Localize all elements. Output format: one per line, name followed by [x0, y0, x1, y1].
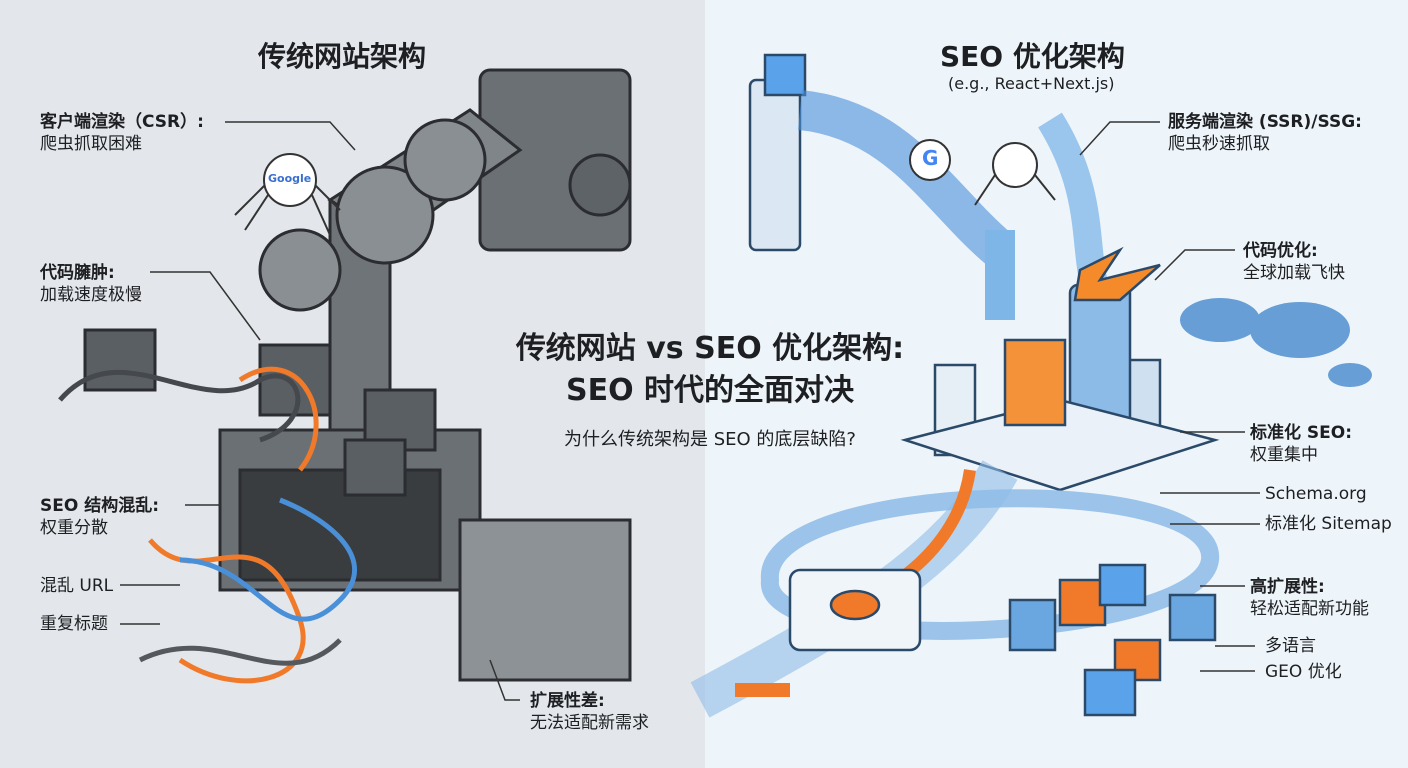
main-title: 传统网站 vs SEO 优化架构: SEO 时代的全面对决: [440, 328, 980, 412]
label-seo-chaos-heading: SEO 结构混乱:: [40, 496, 160, 516]
left-panel-title: 传统网站架构: [258, 40, 427, 73]
label-schema-org: Schema.org: [1265, 484, 1367, 504]
left-leader-lines: [120, 121, 520, 701]
label-ssr-detail: 爬虫秒速抓取: [1168, 134, 1270, 154]
label-code-optimized-heading: 代码优化:: [1243, 241, 1318, 261]
label-code-optimized: 代码优化: 全球加载飞快: [1243, 240, 1345, 284]
right-leader-lines: [1079, 121, 1260, 672]
label-ssr-heading: 服务端渲染 (SSR)/SSG:: [1168, 112, 1362, 132]
main-title-line2: SEO 时代的全面对决: [565, 373, 855, 408]
label-poor-scalability-heading: 扩展性差:: [530, 691, 605, 711]
label-ssr: 服务端渲染 (SSR)/SSG: 爬虫秒速抓取: [1168, 111, 1362, 155]
google-badge-text: Google: [268, 172, 312, 185]
seo-architecture-illustration: [690, 53, 1220, 718]
label-geo: GEO 优化: [1265, 662, 1342, 682]
main-title-line1: 传统网站 vs SEO 优化架构:: [515, 331, 905, 366]
google-pin-icon: [909, 139, 951, 181]
label-standard-seo-heading: 标准化 SEO:: [1250, 423, 1353, 443]
label-high-scalability: 高扩展性: 轻松适配新功能: [1250, 576, 1369, 620]
left-spider-icon: [234, 153, 341, 236]
label-code-bloat-heading: 代码臃肿:: [40, 263, 115, 283]
label-csr-detail: 爬虫抓取困难: [40, 134, 142, 154]
label-poor-scalability: 扩展性差: 无法适配新需求: [530, 690, 649, 734]
label-code-optimized-detail: 全球加载飞快: [1243, 263, 1345, 283]
label-messy-url: 混乱 URL: [40, 576, 114, 596]
label-poor-scalability-detail: 无法适配新需求: [530, 713, 649, 733]
label-standard-seo-detail: 权重集中: [1250, 445, 1318, 465]
label-csr-heading: 客户端渲染（CSR）:: [40, 112, 204, 132]
right-spider-icon: [974, 142, 1056, 206]
label-seo-chaos: SEO 结构混乱: 权重分散: [40, 495, 159, 539]
label-multilingual: 多语言: [1265, 636, 1316, 656]
broken-machine-illustration: [83, 68, 632, 682]
label-duplicate-titles: 重复标题: [40, 614, 108, 634]
label-sitemap: 标准化 Sitemap: [1265, 514, 1392, 534]
right-panel-subtitle: (e.g., React+Next.js): [948, 74, 1115, 93]
right-panel-title: SEO 优化架构: [940, 40, 1125, 73]
label-high-scalability-heading: 高扩展性:: [1250, 577, 1325, 597]
label-code-bloat-detail: 加载速度极慢: [40, 285, 142, 305]
label-csr: 客户端渲染（CSR）: 爬虫抓取困难: [40, 111, 204, 155]
google-g-icon: G: [922, 146, 939, 170]
label-high-scalability-detail: 轻松适配新功能: [1250, 599, 1369, 619]
label-seo-chaos-detail: 权重分散: [40, 518, 108, 538]
label-standard-seo: 标准化 SEO: 权重集中: [1250, 422, 1352, 466]
tangled-cables: [58, 366, 357, 684]
label-code-bloat: 代码臃肿: 加载速度极慢: [40, 262, 142, 306]
world-map-icon: [1180, 298, 1372, 387]
main-subtitle: 为什么传统架构是 SEO 的底层缺陷?: [564, 429, 856, 450]
